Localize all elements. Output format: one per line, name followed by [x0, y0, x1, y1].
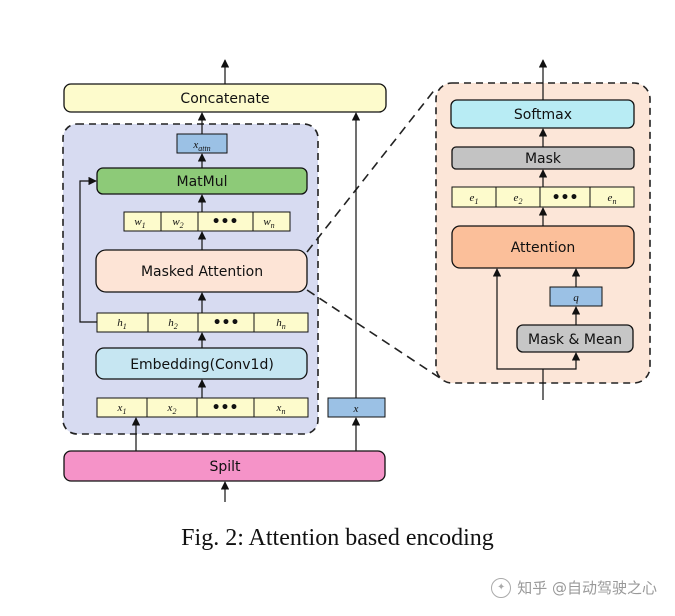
- input-label: x2: [167, 402, 177, 416]
- softmax-label: Softmax: [514, 107, 572, 123]
- energy-sub: 2: [518, 197, 522, 206]
- weight-sub: 2: [180, 221, 184, 230]
- input-label: x1: [117, 402, 127, 416]
- weight-label: wn: [263, 216, 274, 230]
- hidden-sub: n: [282, 322, 286, 331]
- split-label: Spilt: [209, 459, 241, 475]
- weight-var: w: [263, 216, 271, 228]
- energy-var: e: [470, 192, 475, 204]
- energy-var: e: [608, 192, 613, 204]
- right-input-to-attention-arrow: [492, 268, 543, 370]
- x-attn-label: xattn: [192, 139, 210, 153]
- hidden-var: h: [276, 317, 282, 329]
- watermark-logo-icon: ✦: [491, 577, 512, 598]
- q-label: q: [573, 292, 579, 304]
- weight-var: w: [172, 216, 180, 228]
- hidden-label: h2: [168, 317, 178, 331]
- skip-connection-arrow: [79, 176, 97, 323]
- zoom-line-top: [306, 87, 437, 253]
- mask-mean-box: [516, 324, 634, 353]
- hidden-ellipsis: •••: [213, 315, 240, 331]
- hidden-label: h1: [117, 317, 127, 331]
- embedding-label: Embedding(Conv1d): [130, 357, 274, 373]
- hidden-row: h1 h2 ••• hn: [96, 312, 309, 333]
- input-sub: 1: [122, 407, 126, 416]
- weights-row: w1 w2 ••• wn: [123, 211, 291, 232]
- split-box: [63, 450, 386, 482]
- figure-caption: Fig. 2: Attention based encoding: [181, 525, 494, 551]
- weight-label: w1: [134, 216, 145, 230]
- energy-sub: 1: [474, 197, 478, 206]
- weight-ellipsis: •••: [212, 214, 239, 230]
- concatenate-label: Concatenate: [180, 91, 269, 107]
- input-row: x1 x2 ••• xn: [96, 397, 309, 418]
- mask-mean-label: Mask & Mean: [528, 332, 622, 348]
- right-input-to-mask-mean-arrow: [543, 352, 581, 370]
- matmul-label: MatMul: [177, 174, 228, 190]
- input-cell: [253, 397, 309, 418]
- input-label: xn: [276, 402, 286, 416]
- energy-label: en: [608, 192, 617, 206]
- energy-label: e1: [470, 192, 479, 206]
- weight-var: w: [134, 216, 142, 228]
- weight-sub: n: [271, 221, 275, 230]
- weight-sub: 1: [142, 221, 146, 230]
- input-var: x: [167, 402, 173, 414]
- hidden-sub: 2: [174, 322, 178, 331]
- input-sub: n: [281, 407, 285, 416]
- attention-label: Attention: [511, 240, 576, 256]
- x-attn-subscript: attn: [198, 144, 210, 153]
- mask-label: Mask: [525, 151, 562, 167]
- energy-cell: [589, 186, 635, 208]
- x-attn-var: x: [192, 139, 198, 151]
- masked-attention-label: Masked Attention: [141, 264, 263, 280]
- watermark: ✦ 知乎 @自动驾驶之心: [491, 577, 657, 598]
- hidden-cell: [253, 312, 309, 333]
- hidden-var: h: [168, 317, 174, 329]
- input-var: x: [276, 402, 282, 414]
- energy-sub: n: [612, 197, 616, 206]
- energy-label: e2: [514, 192, 523, 206]
- input-var: x: [117, 402, 123, 414]
- zoom-line-bottom: [306, 289, 441, 379]
- hidden-label: hn: [276, 317, 286, 331]
- input-sub: 2: [172, 407, 176, 416]
- watermark-text: 知乎 @自动驾驶之心: [517, 579, 657, 597]
- hidden-var: h: [117, 317, 123, 329]
- softmax-box: [450, 99, 635, 129]
- weight-cell: [252, 211, 291, 232]
- input-ellipsis: •••: [212, 400, 239, 416]
- energies-row: e1 e2 ••• en: [451, 186, 635, 208]
- energy-var: e: [514, 192, 519, 204]
- weight-label: w2: [172, 216, 183, 230]
- hidden-sub: 1: [123, 322, 127, 331]
- x-bypass-label: x: [353, 403, 359, 415]
- energy-ellipsis: •••: [552, 190, 579, 206]
